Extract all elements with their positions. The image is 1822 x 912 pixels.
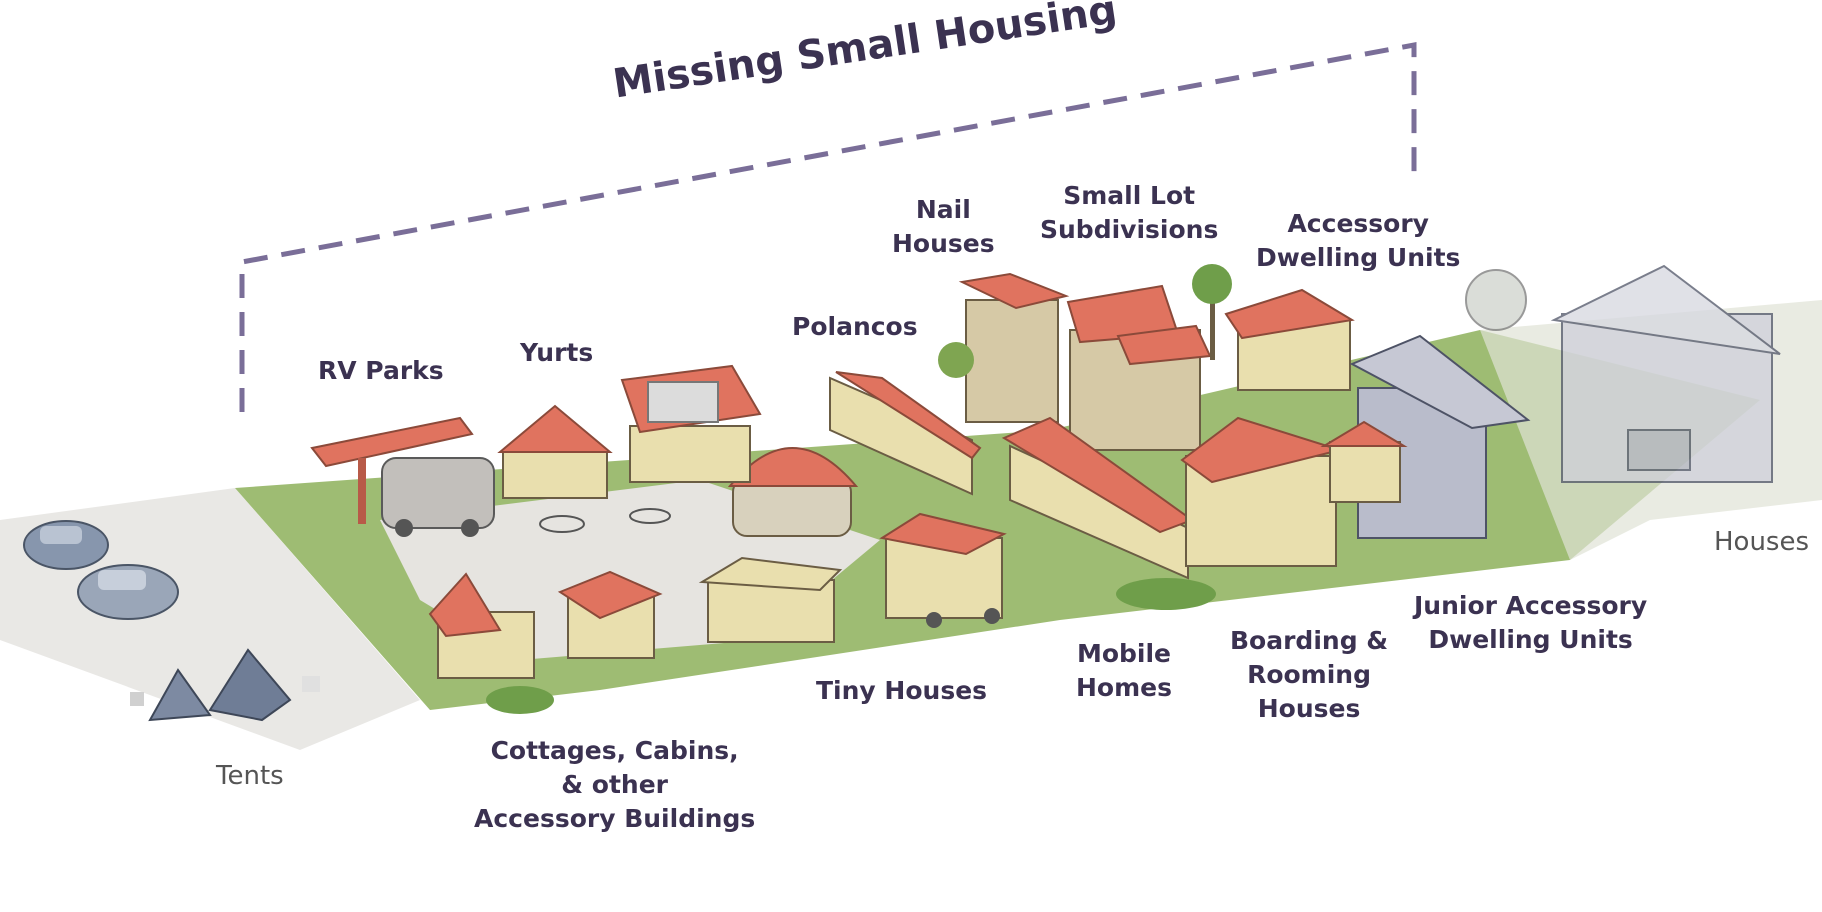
- tiny-houses-illustration: [698, 512, 1007, 643]
- label-boarding-line-3: Houses: [1257, 694, 1361, 723]
- label-rv-parks: RV Parks: [318, 354, 444, 388]
- label-cottages-line-3: Accessory Buildings: [474, 804, 756, 833]
- label-polancos: Polancos: [792, 310, 918, 344]
- label-polancos-line: Polancos: [792, 312, 918, 341]
- label-yurts-line: Yurts: [520, 338, 594, 367]
- rv-parks-illustration: [310, 416, 495, 537]
- label-boarding-line-2: Rooming: [1247, 660, 1371, 689]
- label-mobile-homes-line-2: Homes: [1076, 673, 1172, 702]
- label-adu-line-1: Accessory: [1287, 209, 1429, 238]
- label-small-lot-line-2: Subdivisions: [1040, 215, 1219, 244]
- small-lot-illustration: [1066, 264, 1232, 451]
- label-boarding: Boarding & Rooming Houses: [1230, 624, 1388, 726]
- solar-cabin-illustration: [620, 364, 762, 483]
- label-small-lot: Small Lot Subdivisions: [1040, 179, 1218, 247]
- missing-small-housing-bracket: [239, 41, 1417, 412]
- label-mobile-homes: Mobile Homes: [1076, 637, 1172, 705]
- label-boarding-line-1: Boarding &: [1230, 626, 1389, 655]
- patio-furniture: [539, 508, 671, 533]
- yurts-illustration: [497, 404, 859, 537]
- cottages-illustration: [428, 570, 663, 714]
- label-jadu: Junior Accessory Dwelling Units: [1414, 589, 1647, 657]
- label-houses: Houses: [1714, 527, 1810, 557]
- label-rv-parks-line: RV Parks: [318, 356, 444, 385]
- label-cottages: Cottages, Cabins, & other Accessory Buil…: [474, 734, 755, 836]
- label-nail-houses: Nail Houses: [892, 193, 995, 261]
- label-cottages-line-1: Cottages, Cabins,: [490, 736, 739, 765]
- label-mobile-homes-line-1: Mobile: [1076, 639, 1172, 668]
- adu-illustration: [1224, 288, 1355, 391]
- boarding-illustration: [1116, 416, 1344, 610]
- label-yurts: Yurts: [520, 336, 593, 370]
- label-jadu-line-2: Dwelling Units: [1428, 625, 1633, 654]
- label-tiny-houses: Tiny Houses: [816, 674, 987, 708]
- label-small-lot-line-1: Small Lot: [1063, 181, 1196, 210]
- label-tiny-houses-line: Tiny Houses: [816, 676, 988, 705]
- label-jadu-line-1: Junior Accessory: [1414, 591, 1648, 620]
- label-adu-line-2: Dwelling Units: [1256, 243, 1461, 272]
- label-nail-houses-line-2: Houses: [892, 229, 995, 258]
- polancos-illustration: [829, 371, 982, 496]
- nail-houses-illustration: [938, 272, 1070, 423]
- tents-illustration: [130, 648, 320, 722]
- label-tents: Tents: [216, 761, 284, 791]
- label-cottages-line-2: & other: [561, 770, 668, 799]
- label-adu: Accessory Dwelling Units: [1256, 207, 1460, 275]
- label-nail-houses-line-1: Nail: [915, 195, 971, 224]
- jadu-illustration: [1320, 334, 1531, 539]
- houses-illustration: [1465, 264, 1781, 483]
- parked-cars: [23, 520, 179, 620]
